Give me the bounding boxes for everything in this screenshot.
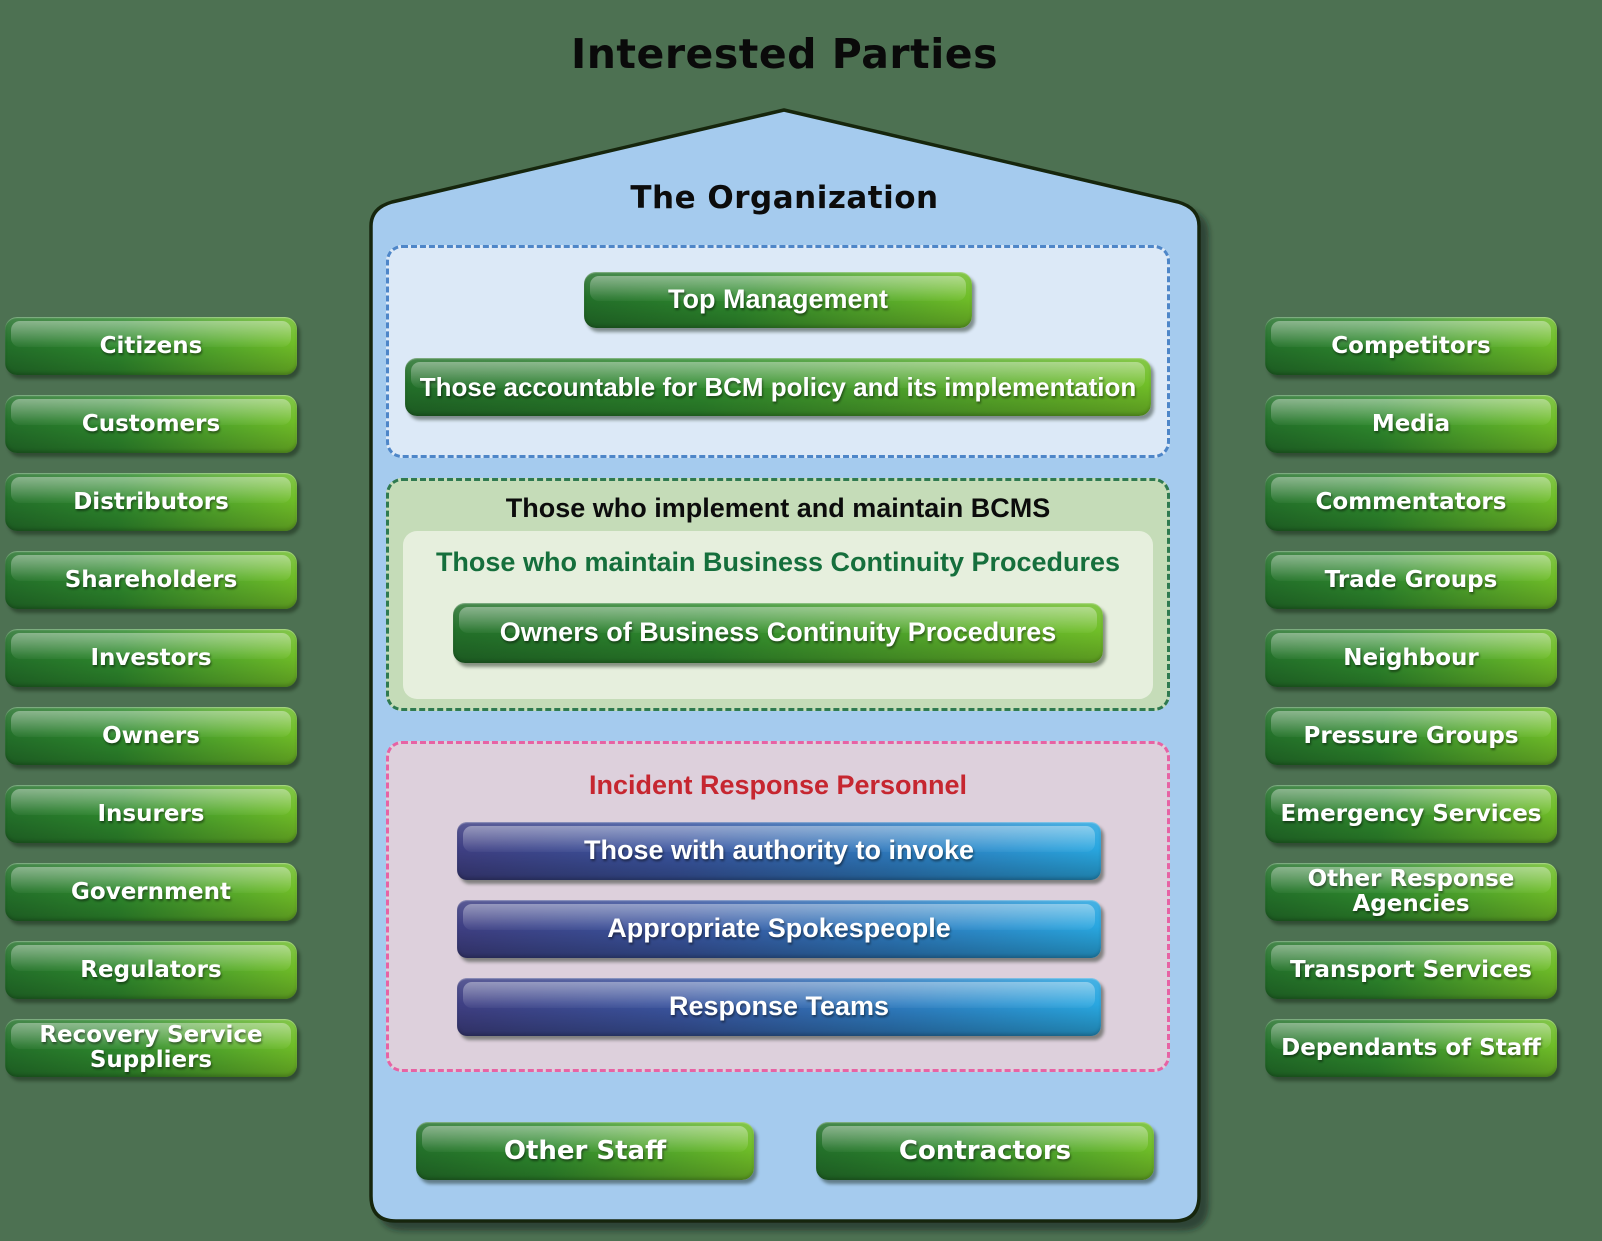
interested-party-label: Trade Groups [1324,566,1498,593]
interested-party-pill: Investors [5,629,297,687]
interested-party-pill: Neighbour [1265,629,1557,687]
incident-response-pill: Those with authority to invoke [457,822,1101,880]
interested-party-label: Regulators [80,956,222,983]
incident-response-pill: Appropriate Spokespeople [457,900,1101,958]
accountability-section: Top Management Those accountable for BCM… [386,245,1170,458]
bcm-accountable-pill: Those accountable for BCM policy and its… [405,358,1151,416]
interested-party-label: Owners [102,722,200,749]
other-staff-pill: Other Staff [416,1122,754,1180]
top-management-pill: Top Management [584,272,972,328]
incident-response-label: Response Teams [668,991,890,1022]
owners-pill: Owners of Business Continuity Procedures [453,603,1103,663]
maintain-procedures-title: Those who maintain Business Continuity P… [435,547,1121,577]
interested-party-label: Customers [81,410,221,437]
incident-response-label: Those with authority to invoke [583,835,975,866]
interested-party-label: Investors [90,644,212,671]
maintain-procedures-group: Those who maintain Business Continuity P… [403,531,1153,699]
interested-party-pill: Shareholders [5,551,297,609]
incident-response-pill-list: Those with authority to invoke Appropria… [457,822,1101,1036]
interested-party-pill: Insurers [5,785,297,843]
interested-party-label: Shareholders [64,566,238,593]
top-management-label: Top Management [667,284,888,315]
bcms-section-title: Those who implement and maintain BCMS [505,493,1051,523]
interested-party-label: Pressure Groups [1303,722,1519,749]
interested-party-label: Competitors [1331,332,1491,359]
interested-party-label: Dependants of Staff [1281,1034,1541,1061]
interested-party-pill: Government [5,863,297,921]
interested-party-pill: Transport Services [1265,941,1557,999]
page-title: Interested Parties [570,30,998,78]
incident-response-pill: Response Teams [457,978,1101,1036]
interested-party-pill: Distributors [5,473,297,531]
interested-party-label: Commentators [1315,488,1507,515]
contractors-pill: Contractors [816,1122,1154,1180]
interested-party-pill: Dependants of Staff [1265,1019,1557,1077]
interested-party-label: Government [71,878,231,905]
other-staff-label: Other Staff [503,1135,667,1166]
interested-party-pill: Trade Groups [1265,551,1557,609]
interested-party-label: Emergency Services [1280,800,1542,827]
interested-party-label: Transport Services [1289,956,1532,983]
interested-party-label: Distributors [73,488,229,515]
interested-party-pill: Pressure Groups [1265,707,1557,765]
interested-party-pill: Competitors [1265,317,1557,375]
interested-party-pill: Citizens [5,317,297,375]
bcms-section: Those who implement and maintain BCMS Th… [386,478,1170,711]
interested-party-label: Recovery Service Suppliers [39,1022,263,1073]
organization-title: The Organization [630,180,939,216]
left-parties-column: Citizens Customers Distributors Sharehol… [5,317,297,1077]
incident-response-title: Incident Response Personnel [588,770,968,800]
incident-response-section: Incident Response Personnel Those with a… [386,741,1170,1072]
interested-party-pill: Media [1265,395,1557,453]
contractors-label: Contractors [898,1135,1072,1166]
interested-party-pill: Other Response Agencies [1265,863,1557,921]
interested-party-label: Media [1371,410,1451,437]
interested-party-pill: Owners [5,707,297,765]
interested-party-pill: Recovery Service Suppliers [5,1019,297,1077]
interested-party-label: Neighbour [1343,644,1479,671]
interested-party-label: Insurers [97,800,205,827]
bcm-accountable-label: Those accountable for BCM policy and its… [419,371,1137,402]
interested-party-label: Citizens [99,332,203,359]
interested-party-pill: Emergency Services [1265,785,1557,843]
interested-party-label: Other Response Agencies [1307,866,1515,917]
right-parties-column: Competitors Media Commentators Trade Gro… [1265,317,1557,1077]
incident-response-label: Appropriate Spokespeople [607,913,951,944]
interested-party-pill: Regulators [5,941,297,999]
interested-party-pill: Commentators [1265,473,1557,531]
owners-label: Owners of Business Continuity Procedures [499,617,1057,648]
interested-party-pill: Customers [5,395,297,453]
